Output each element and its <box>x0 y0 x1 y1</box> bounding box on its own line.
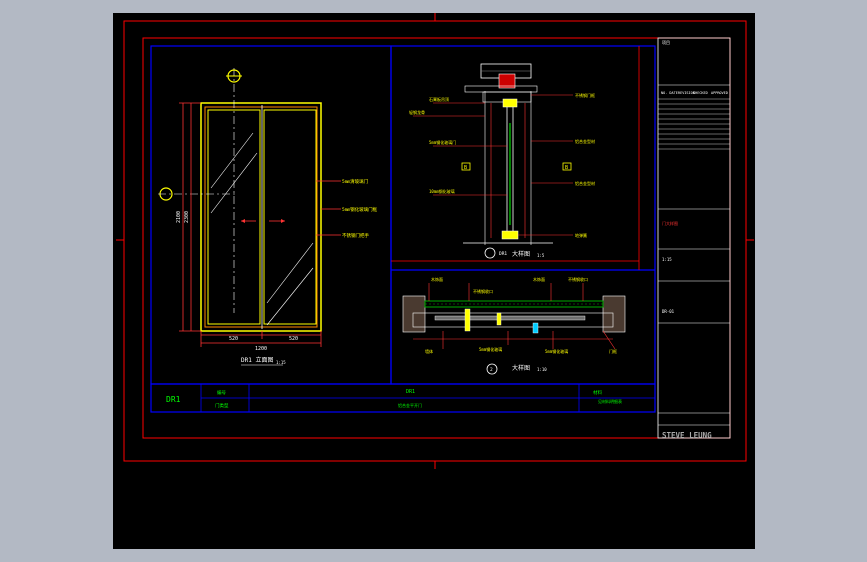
elevation-scale: 1:15 <box>276 360 286 365</box>
vsection-title: 大样图 <box>512 250 530 258</box>
door-leaf-left <box>207 109 261 325</box>
vsection-callout: 不锈钢门框 <box>575 92 595 98</box>
schedule-cell: DR1 <box>406 389 415 395</box>
bottom-clip <box>501 230 519 240</box>
cad-viewport[interactable]: 1200 520 520 2100 2300 5mm清玻璃门 5mm钢化玻璃门框… <box>113 13 755 549</box>
door-frame-inner <box>204 106 318 328</box>
glass-hatch <box>210 132 254 189</box>
door-elevation: 1200 520 520 2100 2300 5mm清玻璃门 5mm钢化玻璃门框… <box>158 68 378 366</box>
dim-text-height: 2100 <box>176 211 182 223</box>
title-block: 项目 NO. DATE REVISION CHECKED APPROVED 门大… <box>657 37 731 440</box>
elevation-callout: 5mm钢化玻璃门框 <box>342 206 378 213</box>
hsection-callout: 木饰面 <box>431 276 443 282</box>
titleblock-project: 项目 <box>662 39 670 45</box>
hsection-callout: 不锈钢收口 <box>473 288 493 294</box>
jamb-post <box>532 322 539 334</box>
hsection-tag: 2 <box>490 367 493 373</box>
jamb-post <box>496 312 502 326</box>
detail-bubble <box>486 363 498 375</box>
schedule-cell: 编号 <box>217 389 226 396</box>
titleblock-row: CHECKED <box>693 91 708 95</box>
section-marker <box>562 162 572 171</box>
titleblock-row: NO. DATE <box>661 91 678 95</box>
section-marker <box>461 162 471 171</box>
vsection-scale: 1:5 <box>537 253 545 258</box>
glass-hatch <box>266 267 314 326</box>
jamb-post <box>464 308 471 332</box>
titleblock-scale: 1:15 <box>662 257 672 262</box>
vsection-callout: 10mm钢化玻璃 <box>429 188 455 194</box>
dim-text-width: 1200 <box>255 346 267 352</box>
hsection-callout: 不锈钢收口 <box>568 276 588 282</box>
detail-bubble <box>484 247 496 259</box>
dim-text-height: 2300 <box>184 211 190 223</box>
hsection-callout: 5mm钢化玻璃 <box>545 348 568 354</box>
elevation-callout: 5mm清玻璃门 <box>342 178 369 185</box>
head-rail <box>498 73 516 89</box>
door-frame-outer <box>200 102 322 332</box>
vsection-callout: 铝合金型材 <box>575 180 595 186</box>
vsection-tag: DR1 <box>499 251 507 257</box>
titleblock-row: APPROVED <box>711 91 728 95</box>
titleblock-firm: STEVE LEUNG <box>662 431 712 440</box>
titleblock-drawing-title: 门大样图 <box>662 220 678 226</box>
hsection-callout: 木饰面 <box>533 276 545 282</box>
hsection-callout: 墙体 <box>425 348 433 354</box>
cad-drawing: 1200 520 520 2100 2300 5mm清玻璃门 5mm钢化玻璃门框… <box>116 13 754 469</box>
hsection-callout: 5mm钢化玻璃 <box>479 346 502 352</box>
titleblock-frame <box>657 37 731 439</box>
vsection-callout: 轻钢龙骨 <box>409 109 425 115</box>
dim-text-half: 520 <box>289 336 298 342</box>
schedule-cell: 铝合金平开门 <box>398 402 422 408</box>
schedule-cell: 见材料明细表 <box>598 398 622 404</box>
vsection-callout: 5mm钢化玻璃门 <box>429 139 456 145</box>
elevation-callout: 不锈钢门把手 <box>342 232 369 239</box>
hsection-scale: 1:10 <box>537 367 547 372</box>
vsection-callout: 铝合金型材 <box>575 138 595 144</box>
top-clip <box>502 98 518 108</box>
wall-block <box>602 295 626 333</box>
elevation-title: DR1 立面图 <box>241 356 273 364</box>
glass-strip <box>434 315 586 321</box>
section-marker-text: B <box>565 165 568 171</box>
hsection-callout: 门框 <box>609 348 617 354</box>
vsection-callout: 石膏板吊顶 <box>429 96 449 102</box>
titleblock-row: REVISION <box>678 91 695 95</box>
section-marker-text: B <box>464 165 467 171</box>
door-leaf-right <box>263 109 317 325</box>
vsection-callout: 地弹簧 <box>575 232 587 238</box>
wall-block <box>402 295 426 333</box>
dim-text-half: 520 <box>229 336 238 342</box>
frame-profile <box>412 312 614 328</box>
titleblock-drawing-no: DR-01 <box>662 309 675 314</box>
door-schedule: DR1 编号 DR1 材料 门类型 铝合金平开门 见材料明细表 <box>150 383 656 413</box>
horizontal-section: 木饰面 不锈钢收口 木饰面 不锈钢收口 墙体 5mm钢化玻璃 5mm钢化玻璃 门… <box>402 276 626 375</box>
hsection-title: 大样图 <box>512 364 530 372</box>
schedule-cell: 材料 <box>593 389 602 396</box>
vertical-section: B B 石膏板吊顶 轻钢龙骨 5mm钢化玻璃门 10mm钢化玻璃 不锈钢门框 铝… <box>409 63 595 259</box>
leader-line <box>602 330 616 350</box>
schedule-cell: 门类型 <box>215 402 229 409</box>
schedule-door-id: DR1 <box>166 395 181 404</box>
glass-hatch <box>266 242 314 304</box>
